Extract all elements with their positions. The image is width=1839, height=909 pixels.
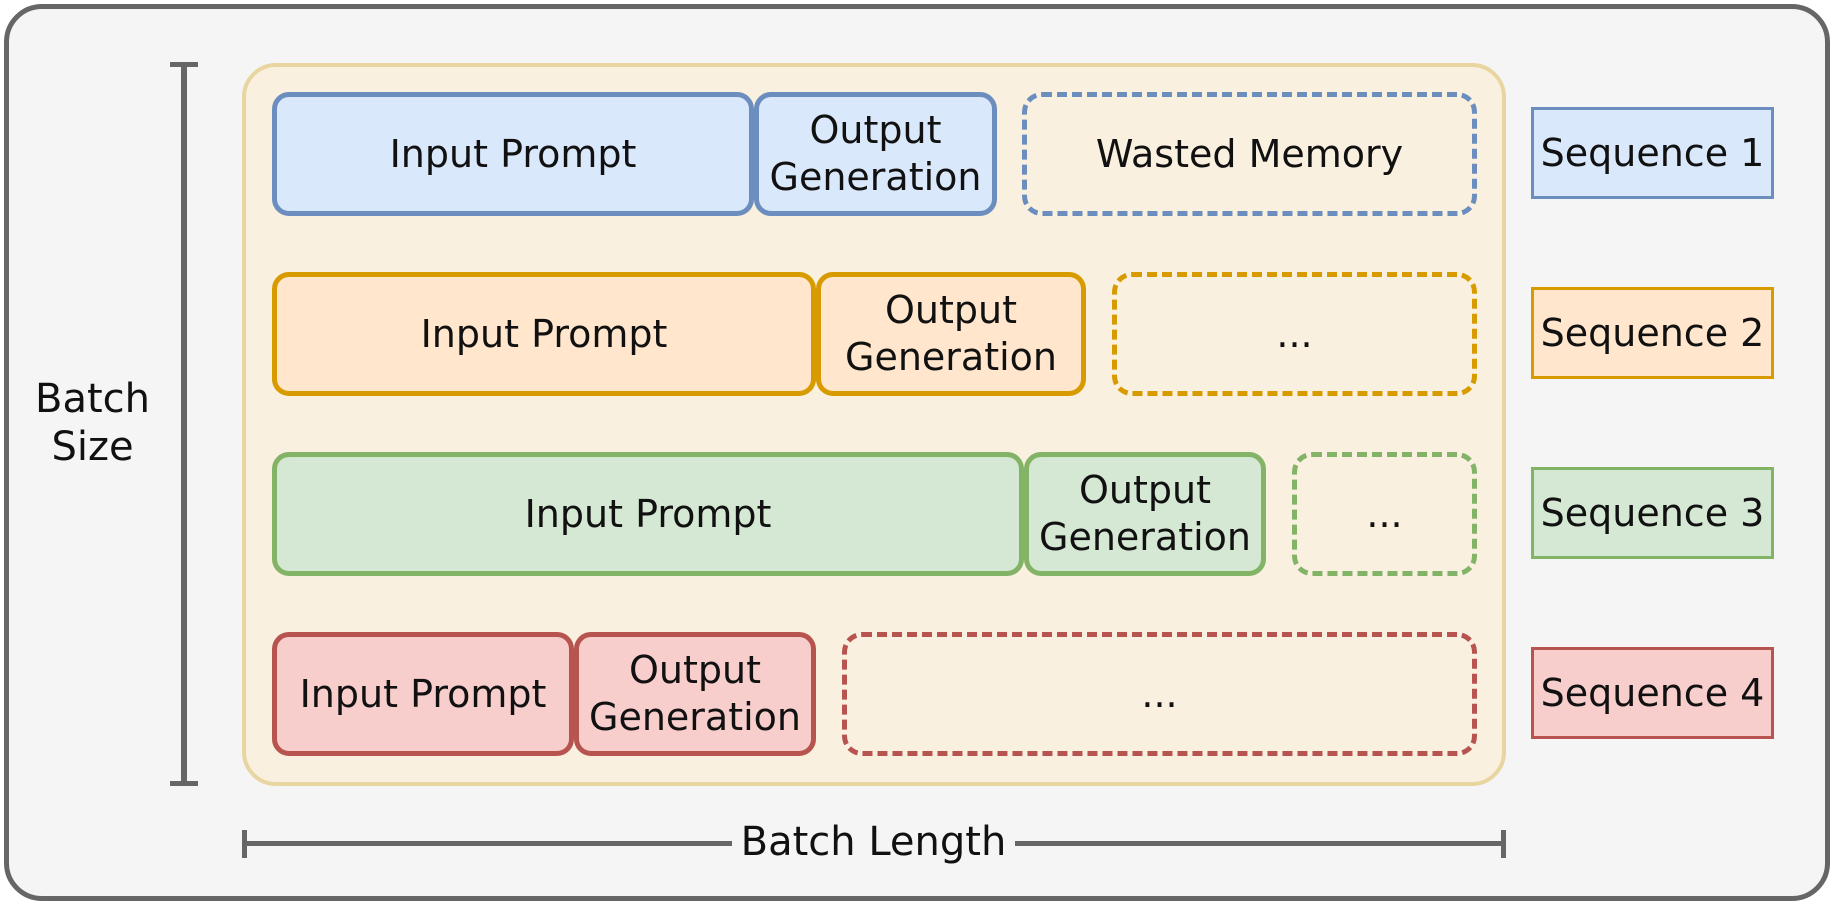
batch-size-axis-line <box>181 62 187 785</box>
sequence-4-output-generation: Output Generation <box>574 632 816 756</box>
sequence-1-wasted-memory: Wasted Memory <box>1022 92 1477 216</box>
output-line2: Generation <box>769 155 982 199</box>
batch-length-axis-line-right <box>1015 841 1506 846</box>
sequence-1-output-generation: Output Generation <box>754 92 997 216</box>
output-line2: Generation <box>589 695 801 739</box>
sequence-3-output-generation: Output Generation <box>1024 452 1266 576</box>
sequence-4-input-prompt: Input Prompt <box>272 632 574 756</box>
output-line1: Output <box>629 648 761 692</box>
sequence-3-wasted-memory: ... <box>1292 452 1477 576</box>
batch-length-axis-line-left <box>242 841 732 846</box>
batch-size-axis-top-cap <box>170 62 198 67</box>
legend-sequence-2: Sequence 2 <box>1531 287 1774 379</box>
batch-size-label-line2: Size <box>51 424 134 470</box>
legend-sequence-4: Sequence 4 <box>1531 647 1774 739</box>
output-line1: Output <box>809 108 942 152</box>
legend-sequence-3: Sequence 3 <box>1531 467 1774 559</box>
legend-sequence-1: Sequence 1 <box>1531 107 1774 199</box>
sequence-1-input-prompt: Input Prompt <box>272 92 754 216</box>
batch-length-axis-right-cap <box>1501 830 1506 858</box>
output-line1: Output <box>1079 468 1211 512</box>
sequence-2-output-generation: Output Generation <box>816 272 1086 396</box>
output-line2: Generation <box>845 335 1057 379</box>
sequence-2-input-prompt: Input Prompt <box>272 272 816 396</box>
batch-size-axis-bottom-cap <box>170 781 198 786</box>
output-line2: Generation <box>1039 515 1251 559</box>
sequence-2-wasted-memory: ... <box>1112 272 1477 396</box>
batch-length-label: Batch Length <box>740 819 1007 865</box>
batch-length-axis-left-cap <box>242 830 247 858</box>
batch-size-label: Batch Size <box>20 375 165 471</box>
batch-size-label-line1: Batch <box>35 376 150 422</box>
sequence-3-input-prompt: Input Prompt <box>272 452 1024 576</box>
sequence-4-wasted-memory: ... <box>842 632 1477 756</box>
output-line1: Output <box>885 288 1017 332</box>
